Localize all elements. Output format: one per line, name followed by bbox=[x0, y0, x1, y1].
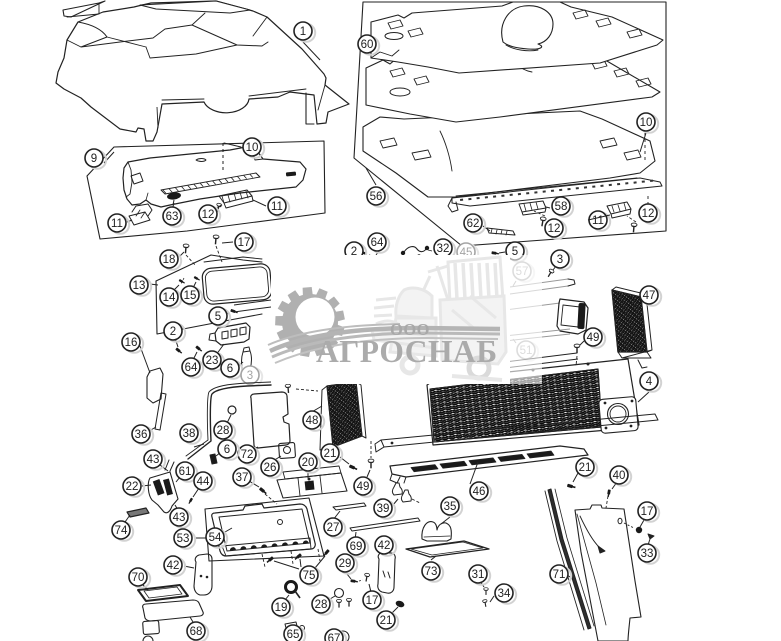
svg-text:63: 63 bbox=[166, 211, 179, 223]
svg-text:9: 9 bbox=[91, 153, 97, 165]
svg-text:54: 54 bbox=[209, 532, 222, 544]
svg-text:21: 21 bbox=[380, 615, 393, 627]
svg-text:3: 3 bbox=[557, 254, 563, 266]
svg-text:34: 34 bbox=[498, 588, 511, 600]
svg-text:42: 42 bbox=[378, 540, 391, 552]
svg-text:6: 6 bbox=[227, 363, 233, 375]
svg-text:39: 39 bbox=[377, 503, 390, 515]
svg-text:17: 17 bbox=[366, 595, 379, 607]
svg-text:17: 17 bbox=[238, 237, 251, 249]
svg-text:28: 28 bbox=[315, 599, 328, 611]
svg-text:68: 68 bbox=[190, 626, 203, 638]
svg-text:15: 15 bbox=[184, 290, 197, 302]
svg-text:27: 27 bbox=[327, 522, 340, 534]
svg-text:1: 1 bbox=[300, 26, 306, 38]
svg-text:29: 29 bbox=[339, 558, 352, 570]
svg-text:72: 72 bbox=[241, 449, 254, 461]
svg-text:20: 20 bbox=[302, 457, 315, 469]
svg-text:74: 74 bbox=[115, 525, 128, 537]
svg-text:64: 64 bbox=[371, 237, 384, 249]
svg-text:73: 73 bbox=[425, 566, 438, 578]
svg-text:АГРОСНАБ: АГРОСНАБ bbox=[316, 334, 498, 369]
svg-text:70: 70 bbox=[132, 572, 145, 584]
svg-text:11: 11 bbox=[592, 215, 604, 227]
svg-text:49: 49 bbox=[587, 332, 600, 344]
svg-text:OOO: OOO bbox=[390, 320, 430, 339]
svg-text:42: 42 bbox=[167, 560, 180, 572]
svg-text:37: 37 bbox=[236, 472, 249, 484]
svg-text:17: 17 bbox=[641, 506, 654, 518]
svg-text:10: 10 bbox=[640, 117, 653, 129]
svg-text:69: 69 bbox=[350, 541, 363, 553]
svg-text:5: 5 bbox=[512, 246, 518, 258]
svg-text:64: 64 bbox=[185, 362, 198, 374]
svg-text:48: 48 bbox=[306, 415, 319, 427]
svg-text:61: 61 bbox=[179, 466, 192, 478]
svg-text:58: 58 bbox=[555, 201, 568, 213]
svg-text:16: 16 bbox=[125, 337, 138, 349]
svg-text:56: 56 bbox=[370, 191, 383, 203]
svg-text:28: 28 bbox=[217, 425, 230, 437]
svg-text:44: 44 bbox=[197, 476, 210, 488]
svg-text:47: 47 bbox=[643, 290, 656, 302]
svg-text:43: 43 bbox=[147, 454, 160, 466]
svg-text:53: 53 bbox=[177, 533, 190, 545]
svg-text:2: 2 bbox=[351, 246, 357, 258]
svg-text:5: 5 bbox=[215, 311, 221, 323]
svg-text:40: 40 bbox=[613, 470, 626, 482]
svg-text:71: 71 bbox=[553, 569, 566, 581]
svg-text:4: 4 bbox=[646, 376, 653, 388]
svg-text:35: 35 bbox=[444, 501, 457, 513]
svg-text:11: 11 bbox=[111, 218, 123, 230]
svg-text:33: 33 bbox=[641, 548, 654, 560]
svg-text:2: 2 bbox=[170, 326, 176, 338]
svg-text:36: 36 bbox=[135, 429, 148, 441]
svg-text:43: 43 bbox=[173, 512, 186, 524]
svg-text:21: 21 bbox=[324, 448, 337, 460]
svg-text:22: 22 bbox=[126, 481, 139, 493]
svg-text:6: 6 bbox=[224, 444, 230, 456]
svg-text:38: 38 bbox=[183, 428, 196, 440]
svg-text:12: 12 bbox=[642, 208, 655, 220]
svg-text:19: 19 bbox=[275, 602, 288, 614]
svg-text:11: 11 bbox=[271, 201, 283, 213]
svg-text:46: 46 bbox=[473, 486, 486, 498]
svg-text:49: 49 bbox=[357, 481, 370, 493]
svg-text:23: 23 bbox=[206, 355, 219, 367]
svg-text:14: 14 bbox=[163, 292, 176, 304]
svg-text:67: 67 bbox=[328, 633, 341, 641]
svg-text:32: 32 bbox=[437, 243, 450, 255]
svg-text:18: 18 bbox=[163, 254, 176, 266]
svg-text:12: 12 bbox=[202, 209, 215, 221]
svg-text:12: 12 bbox=[548, 223, 561, 235]
svg-text:65: 65 bbox=[287, 629, 300, 641]
svg-text:26: 26 bbox=[264, 462, 277, 474]
svg-text:31: 31 bbox=[472, 569, 485, 581]
svg-text:60: 60 bbox=[361, 39, 374, 51]
svg-text:13: 13 bbox=[133, 280, 146, 292]
svg-text:62: 62 bbox=[467, 218, 480, 230]
svg-text:75: 75 bbox=[303, 570, 316, 582]
svg-text:3: 3 bbox=[247, 370, 253, 382]
svg-text:10: 10 bbox=[246, 142, 259, 154]
svg-text:21: 21 bbox=[579, 462, 592, 474]
